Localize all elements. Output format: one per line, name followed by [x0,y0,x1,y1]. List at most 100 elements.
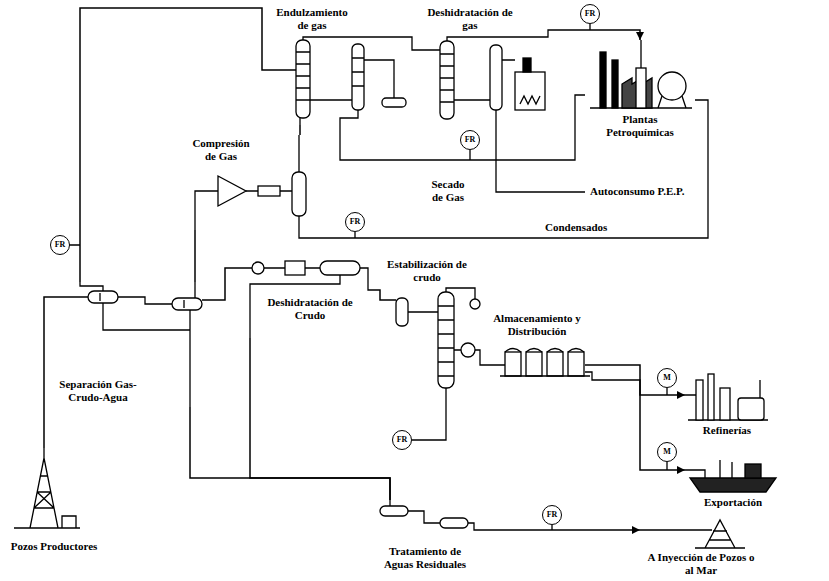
refinery-part [738,398,764,420]
pipe-connector [190,407,390,500]
pipe-connector [480,529,640,531]
refinery-part [685,380,768,420]
sweetening-columns-part [352,44,364,110]
pipe-connector [299,125,301,135]
water-treatment [380,500,480,530]
process-unit: Refinerías [685,370,770,442]
dehydration-columns-part [440,41,454,119]
meter-circle: FR [392,430,412,450]
petrochemical-plant-part [600,52,606,108]
unit-name: Exportación [693,496,773,509]
crude-dehydration-part [252,262,264,274]
process-unit: A Inyección de Pozos o al Mar [640,516,825,579]
crude-dehydration-part [320,261,360,275]
crude-dehydration-part [285,261,305,275]
meter-stubs-part [69,24,667,530]
crude-dehydration-part [240,268,375,338]
process-unit: Exportación [685,445,780,512]
stabilization-column-part [470,299,480,309]
unit-name: Plantas Petroquímicas [597,113,683,139]
export-ship-part [720,460,732,478]
compressor-part [258,186,280,196]
storage-tanks [488,349,608,381]
dehydration-columns-part [425,30,555,104]
pipe-connector [44,297,52,448]
separator-vessels-part [172,298,202,310]
stabilization-column-part [396,298,408,326]
sweetening-columns [270,37,415,125]
producer-well-part [14,448,80,528]
meter-tag: M [663,448,671,456]
gas-lines-part [340,40,641,192]
unit-name: Endulzamiento de gas [272,6,352,32]
unit-name: A Inyección de Pozos o al Mar [646,551,756,577]
unit-name: Deshidratación de gas [427,6,513,32]
process-unit: Tratamiento de Aguas Residuales [370,500,480,575]
unit-name: Pozos Productores [4,540,104,553]
petrochemical-plant-part [612,60,618,108]
meter-stubs [69,24,667,530]
storage-tanks-part [505,352,521,376]
meter-tag: FR [55,241,66,249]
gas-lines [340,40,641,192]
storage-tanks-part [500,349,590,377]
separator-vessels [52,282,210,407]
process-unit: Separación Gas-Crudo-Agua [52,282,210,407]
petrochemical-plant-part [636,68,646,108]
water-treatment-part [380,506,408,516]
meter-circle: M [657,368,677,388]
meter-circle: FR [460,130,480,150]
stabilization-column-part [461,343,475,357]
refinery-part [708,374,714,420]
pipe-connector [375,290,385,300]
pipe-connector [608,380,685,470]
stream-label: Autoconsumo P.E.P. [590,185,685,198]
process-unit: Endulzamiento de gas [270,4,415,125]
meter-circle: M [657,442,677,462]
meter-circle: FR [50,235,70,255]
refinery-part [696,380,703,420]
meter-tag: FR [465,136,476,144]
process-unit: Compresión de Gas [185,135,325,230]
dehydration-columns-part [515,72,545,110]
dehydration-columns-part [490,45,502,110]
meter-tag: FR [350,218,361,226]
unit-name: Almacenamiento y Distribución [490,312,584,338]
meter-circle: FR [345,212,365,232]
pipe-connector [80,8,270,282]
meter-tag: FR [585,10,596,18]
meter-tag: FR [547,511,558,519]
compressor-part [218,176,246,206]
pipe-connector [250,338,390,500]
pipe-connector [415,49,425,51]
meter-tag: FR [397,436,408,444]
export-ship-part [685,470,705,478]
water-treatment-part [440,518,468,528]
refinery [685,374,768,420]
process-unit: Plantas Petroquímicas [585,40,695,145]
stabilization-column-part [385,288,485,440]
producer-well [14,448,80,528]
stabilization-column [385,288,485,440]
crude-dehydration [240,261,375,338]
unit-name: Compresión de Gas [188,137,254,163]
stream-label: Secado de Gas [425,178,471,204]
storage-tanks-part [526,352,542,376]
unit-name: Estabilización de crudo [387,258,467,284]
storage-tanks-part [568,352,584,376]
compressor-part [195,100,708,238]
refinery-part [720,388,730,420]
compressor [195,100,708,238]
sweetening-columns-part [382,98,406,107]
meter-circle: FR [542,505,562,525]
meter-circle: FR [580,4,600,24]
process-unit: Pozos Productores [4,448,107,558]
unit-name: Refinerías [689,424,765,437]
process-unit: Deshidratación de Crudo [240,250,375,338]
storage-tanks-part [547,352,563,376]
unit-name: Tratamiento de Aguas Residuales [374,545,476,571]
process-unit: Almacenamiento y Distribución [488,310,608,390]
sweetening-columns-part [270,37,415,125]
